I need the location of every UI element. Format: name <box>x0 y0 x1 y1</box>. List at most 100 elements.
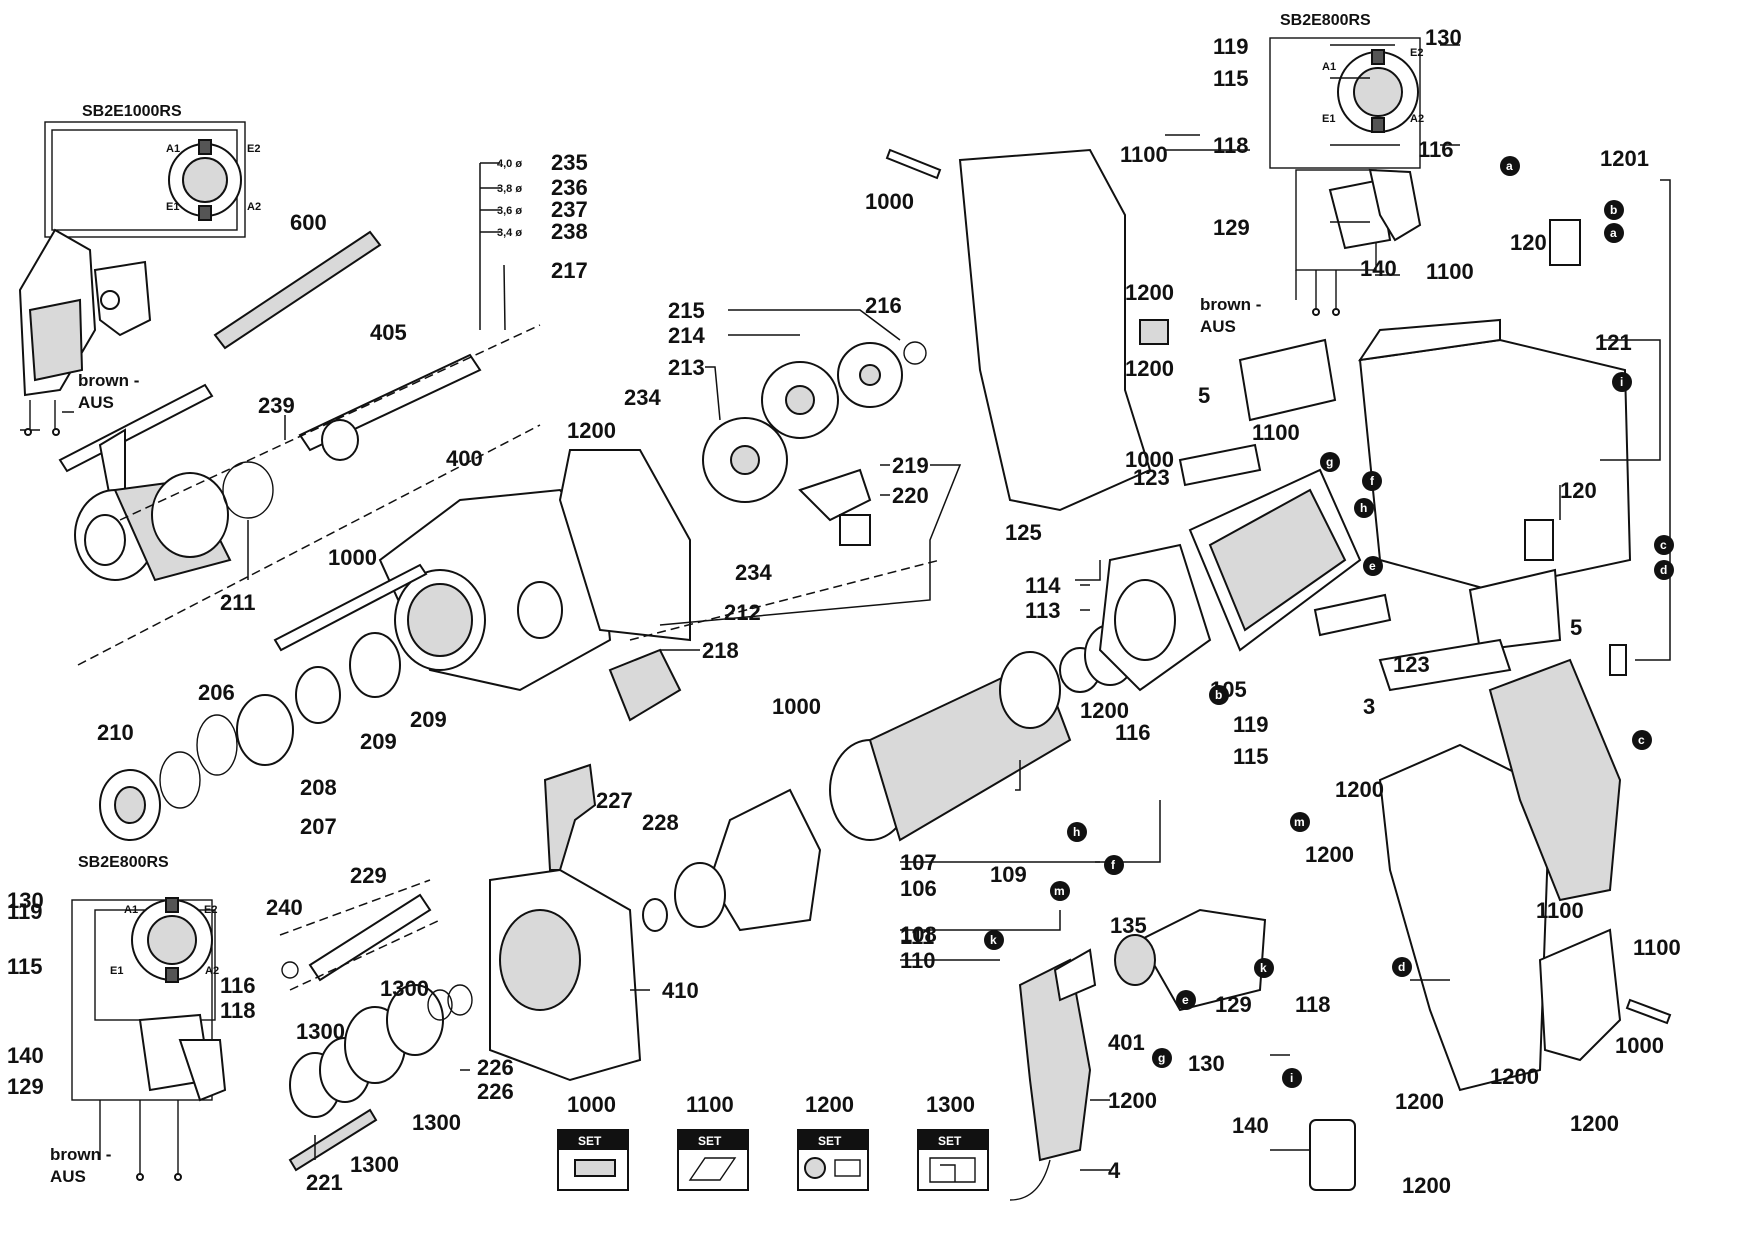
part-number: 1200 <box>1125 356 1174 381</box>
part-number: 209 <box>360 729 397 754</box>
part-number: 238 <box>551 219 588 244</box>
part-number: 1300 <box>350 1152 399 1177</box>
gear-209 <box>349 632 401 698</box>
svg-text:i: i <box>1620 375 1623 389</box>
part-number: 140 <box>1360 256 1397 281</box>
svg-text:f: f <box>1111 858 1116 872</box>
bit-size-list: 4,0 ø 235 3,8 ø 236 3,6 ø 237 3,4 ø 238 <box>497 150 588 244</box>
set-box-1300: 1300 SET <box>917 1092 989 1191</box>
callout-badge: b <box>1209 685 1229 705</box>
part-number: 5 <box>1198 383 1210 408</box>
callout-badge: f <box>1362 471 1382 491</box>
svg-text:k: k <box>1260 961 1267 975</box>
leader-lines <box>247 44 1671 1171</box>
part-number: 119 <box>7 899 43 924</box>
callout-badge: k <box>1254 958 1274 978</box>
svg-text:e: e <box>1369 559 1376 573</box>
svg-text:h: h <box>1360 501 1367 515</box>
svg-text:SET: SET <box>698 1134 722 1148</box>
part-number: 140 <box>7 1043 44 1068</box>
note-text: brown - <box>50 1145 111 1164</box>
callout-badge: e <box>1176 990 1196 1010</box>
wiring-diagram-sb2e800rs-bottom: SB2E800RS A1 E2 E1 A2 brown - AUS <box>50 854 227 1186</box>
part-number: 1000 <box>865 189 914 214</box>
svg-text:k: k <box>990 933 997 947</box>
part-number: 210 <box>97 720 134 745</box>
part-number: 110 <box>900 948 936 973</box>
svg-text:1300: 1300 <box>926 1092 975 1117</box>
part-number: 129 <box>1215 992 1252 1017</box>
terminal-label: E1 <box>110 965 123 977</box>
part-number: 217 <box>551 258 588 283</box>
part-number: 107 <box>900 850 937 875</box>
part-number: 118 <box>220 998 256 1023</box>
wiring-diagram-sb2e800rs-top: SB2E800RS A1 E2 E1 A2 brown - AUS <box>1200 12 1424 336</box>
terminal-label: A1 <box>124 904 138 916</box>
svg-text:i: i <box>1290 1071 1293 1085</box>
part-number: 109 <box>990 862 1027 887</box>
terminal-label: A2 <box>247 201 261 213</box>
svg-text:d: d <box>1660 563 1667 577</box>
callout-badge: h <box>1354 498 1374 518</box>
part-number: 116 <box>220 973 256 998</box>
part-number: 1200 <box>1108 1088 1157 1113</box>
terminal-label: E2 <box>204 904 217 916</box>
part-number: 1100 <box>1633 935 1681 960</box>
part-number: 216 <box>865 293 902 318</box>
assembly-lines <box>77 324 941 991</box>
part-number: 130 <box>1425 25 1462 50</box>
part-number: 1100 <box>1252 420 1300 445</box>
part-number: 125 <box>1005 520 1042 545</box>
terminal-label: A2 <box>1410 113 1424 125</box>
washer-206 <box>196 714 238 776</box>
svg-text:h: h <box>1073 825 1080 839</box>
part-number: 237 <box>551 197 588 222</box>
terminal-label: E1 <box>166 201 179 213</box>
pinion-shaft <box>308 893 432 982</box>
svg-text:b: b <box>1215 688 1222 702</box>
part-number: 1300 <box>412 1110 461 1135</box>
svg-text:a: a <box>1506 159 1513 173</box>
part-number: 240 <box>266 895 303 920</box>
part-number: 400 <box>446 446 483 471</box>
callout-badges: a b a c d c i g f h e b h f m m k k d e … <box>984 156 1674 1088</box>
part-number: 401 <box>1108 1030 1145 1055</box>
capacitor <box>1309 1119 1356 1191</box>
part-number: 215 <box>668 298 705 323</box>
svg-text:m: m <box>1294 815 1305 829</box>
part-number: 1200 <box>1570 1111 1619 1136</box>
callout-badge: e <box>1363 556 1383 576</box>
part-number: 111 <box>900 924 934 949</box>
part-number: 4 <box>1108 1158 1121 1183</box>
part-number: 228 <box>642 810 679 835</box>
part-number: 1200 <box>1395 1089 1444 1114</box>
part-number: 234 <box>735 560 772 585</box>
part-number: 113 <box>1025 598 1061 623</box>
part-number: 1200 <box>567 418 616 443</box>
note-text: brown - <box>78 371 139 390</box>
svg-text:g: g <box>1158 1051 1165 1065</box>
part-number: 1000 <box>1615 1033 1664 1058</box>
diagram-title: SB2E800RS <box>1280 12 1371 29</box>
part-number: 405 <box>370 320 407 345</box>
part-number: 236 <box>551 175 588 200</box>
part-number: 206 <box>198 680 235 705</box>
svg-text:m: m <box>1054 884 1065 898</box>
circlip <box>222 461 274 519</box>
diagram-title: SB2E1000RS <box>82 103 182 120</box>
switch <box>1138 908 1267 1012</box>
svg-text:SET: SET <box>578 1134 602 1148</box>
terminal-label: A1 <box>1322 61 1336 73</box>
part-number: 1200 <box>1402 1173 1451 1198</box>
callout-badge: c <box>1632 730 1652 750</box>
part-number: 123 <box>1393 652 1430 677</box>
part-number: 5 <box>1570 615 1582 640</box>
wiring-diagram-sb2e1000rs: SB2E1000RS A1 E2 E1 A2 brown - AUS <box>18 103 261 436</box>
part-number: 207 <box>300 814 337 839</box>
callout-badge: h <box>1067 822 1087 842</box>
bit-size: 3,8 ø <box>497 183 522 195</box>
part-number: 600 <box>290 210 327 235</box>
part-number: 213 <box>668 355 705 380</box>
part-number: 226 <box>477 1055 514 1080</box>
handle-half-right <box>1488 658 1622 902</box>
